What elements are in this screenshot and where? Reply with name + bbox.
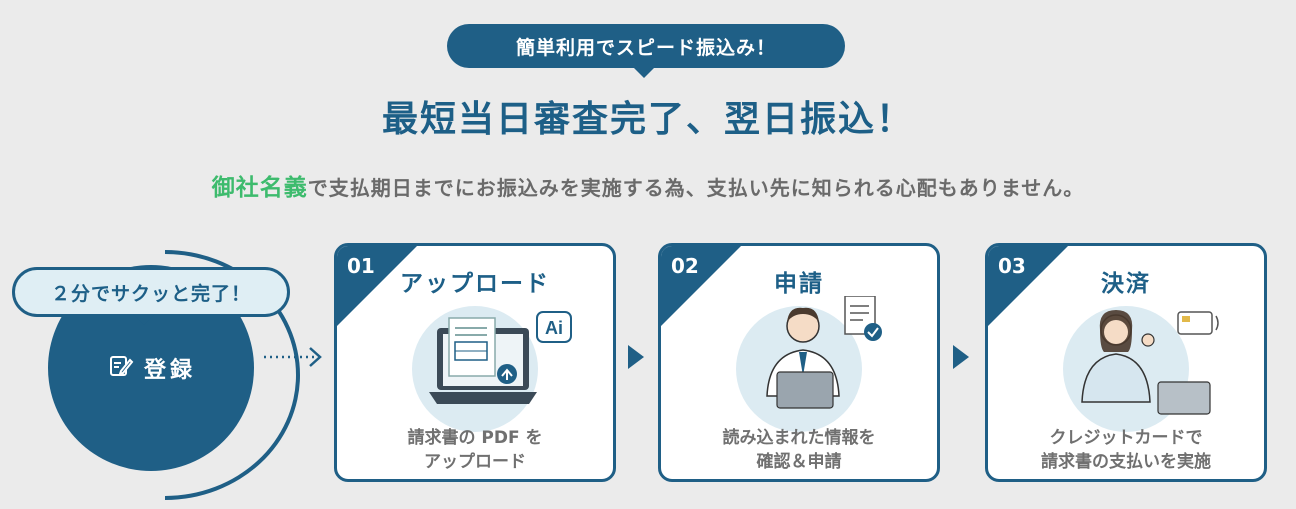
laptop-upload-icon: Ai — [429, 311, 572, 404]
dotted-arrow-icon — [264, 347, 322, 367]
step-desc-line2: 請求書の支払いを実施 — [1041, 452, 1211, 472]
top-badge-tail — [632, 66, 656, 78]
subline-highlight: 御社名義 — [211, 175, 308, 201]
page-subline: 御社名義で支払期日までにお振込みを実施する為、支払い先に知られる心配もありません… — [0, 168, 1296, 202]
step-desc-line2: アップロード — [424, 452, 526, 472]
step-description: 読み込まれた情報を 確認＆申請 — [661, 426, 937, 474]
step-card-payment[interactable]: 03 決済 クレジットカードで 請求書の支払いを実施 — [985, 243, 1267, 482]
step-title: 決済 — [1101, 271, 1151, 297]
step-title: アップロード — [400, 271, 550, 297]
step-corner — [337, 246, 417, 326]
page-headline: 最短当日審査完了、翌日振込！ — [381, 99, 914, 140]
step-number: 01 — [347, 254, 375, 278]
register-label: 登録 — [143, 358, 196, 383]
register-bubble-text: ２分でサクッと完了！ — [50, 282, 251, 305]
step-description: 請求書の PDF を アップロード — [337, 426, 613, 474]
person-card-icon — [1081, 310, 1219, 415]
step-title: 申請 — [774, 271, 824, 297]
step-card-apply[interactable]: 02 申請 読み込まれた情報を 確認＆申請 — [658, 243, 940, 482]
step-desc-line1: 読み込まれた情報を — [722, 428, 876, 448]
subline-text: で支払期日までにお振込みを実施する為、支払い先に知られる心配もありません。 — [307, 176, 1085, 200]
top-badge-label: 簡単利用でスピード振込み！ — [515, 36, 776, 59]
register-speech-bubble: ２分でサクッと完了！ — [12, 267, 290, 317]
step-desc-line1: クレジットカードで — [1049, 428, 1203, 448]
top-badge: 簡単利用でスピード振込み！ — [447, 24, 845, 68]
step-corner — [661, 246, 741, 326]
person-laptop-icon — [766, 296, 882, 409]
step-desc-line1: 請求書の PDF を — [407, 428, 543, 448]
step-number: 02 — [671, 254, 699, 278]
step-card-upload[interactable]: 01 アップロード Ai 請求書の PDF を アップロード — [334, 243, 616, 482]
step-number: 03 — [998, 254, 1026, 278]
speech-bubble-tail — [133, 314, 155, 325]
step-desc-line2: 確認＆申請 — [756, 452, 842, 472]
step-arrow-icon — [628, 345, 644, 369]
edit-document-icon — [108, 352, 134, 384]
step-description: クレジットカードで 請求書の支払いを実施 — [988, 426, 1264, 474]
step-corner — [988, 246, 1068, 326]
ai-badge: Ai — [545, 318, 563, 338]
register-button[interactable]: 登録 — [82, 350, 222, 386]
step-arrow-icon — [953, 345, 969, 369]
